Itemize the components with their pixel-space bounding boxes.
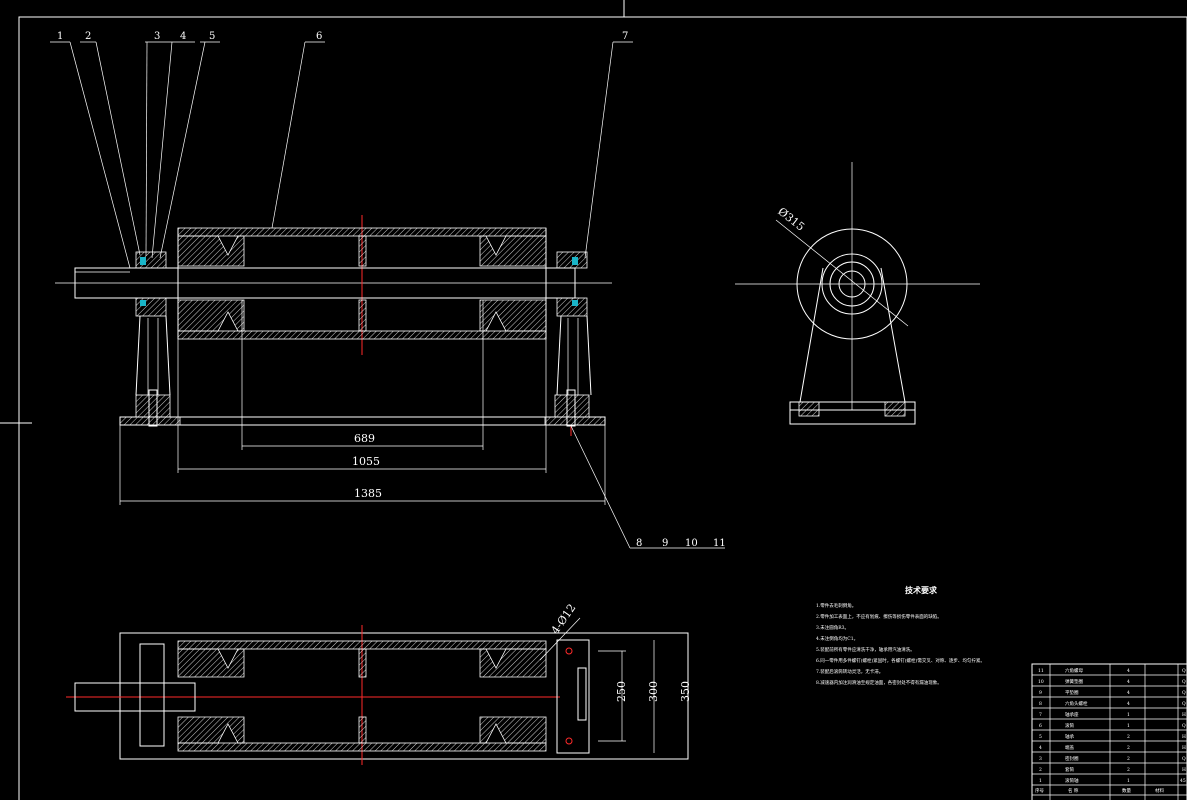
table-cell: 3 [1039, 756, 1042, 762]
balloon-9: 9 [662, 538, 668, 549]
table-cell: 8 [1039, 701, 1042, 707]
table-cell: 11 [1038, 668, 1044, 674]
balloon-leaders-bottom [570, 425, 725, 549]
table-cell: 4 [1127, 701, 1130, 707]
table-header-cell: 序号 [1035, 787, 1044, 794]
table-cell: 2 [1039, 767, 1042, 773]
balloon-8: 8 [636, 538, 642, 549]
table-cell: Q [1182, 701, 1186, 707]
table-cell: 弹簧垫圈 [1065, 678, 1083, 685]
dim-1385: 1385 [354, 487, 382, 500]
table-cell: 1 [1039, 778, 1042, 784]
table-cell: 1 [1127, 723, 1130, 729]
table-cell: 10 [1038, 679, 1044, 685]
base-plate [119, 416, 606, 426]
table-cell: 六角头螺栓 [1065, 700, 1088, 707]
table-cell: Q [1182, 668, 1186, 674]
table-cell: 7 [1039, 712, 1042, 718]
dim-250: 250 [615, 681, 628, 702]
roller-drum [177, 227, 547, 340]
table-cell: H [1182, 712, 1186, 718]
table-header-cell: 数量 [1122, 787, 1131, 794]
dim-diameter-315: Ø315 [775, 205, 807, 234]
table-cell: 9 [1039, 690, 1042, 696]
table-cell: 2 [1127, 756, 1130, 762]
table-cell: 套筒 [1065, 766, 1074, 773]
tech-item: 1.零件去毛刺倒角。 [816, 602, 856, 609]
plan-view: 4-Ø12 250 300 350 [66, 602, 692, 765]
table-cell: 滚筒 [1065, 722, 1074, 729]
tech-item: 8.减速器内加注润滑油至规定油面，各密封处不得有漏油现象。 [816, 679, 942, 686]
tech-item: 2.零件加工表面上，不应有划痕、擦伤等损伤零件表面的缺陷。 [816, 613, 942, 620]
balloon-5: 5 [209, 31, 215, 42]
table-cell: 4 [1127, 668, 1130, 674]
table-cell: 1 [1127, 778, 1130, 784]
balloon-7: 7 [622, 31, 628, 42]
balloon-2: 2 [85, 31, 91, 42]
tech-item: 4.未注倒角均为C1。 [816, 635, 858, 642]
table-cell: 5 [1039, 734, 1042, 740]
balloon-4: 4 [180, 31, 186, 42]
table-cell: H [1182, 734, 1186, 740]
table-cell: 平垫圈 [1065, 689, 1079, 696]
technical-requirements: 技术要求 1.零件去毛刺倒角。 2.零件加工表面上，不应有划痕、擦伤等损伤零件表… [816, 585, 985, 686]
side-view: Ø315 [735, 162, 980, 425]
tech-item: 3.未注圆角R3。 [816, 624, 849, 631]
right-bearing-housing [554, 251, 592, 436]
balloon-3: 3 [154, 31, 160, 42]
table-cell: Q [1182, 679, 1186, 685]
balloon-11: 11 [713, 538, 726, 549]
front-view: 1 2 3 4 5 6 7 8 9 10 11 689 1055 1385 [50, 31, 726, 549]
dim-4-holes: 4-Ø12 [549, 602, 579, 637]
table-cell: Q [1182, 690, 1186, 696]
balloon-6: 6 [316, 31, 322, 42]
table-cell: 4 [1127, 690, 1130, 696]
dim-689: 689 [354, 432, 375, 445]
table-cell: 六角螺母 [1065, 667, 1083, 674]
dim-350: 350 [679, 681, 692, 702]
balloon-10: 10 [685, 538, 698, 549]
table-cell: 密封圈 [1065, 755, 1079, 762]
left-bearing-housing [135, 251, 171, 427]
table-cell: 6 [1039, 723, 1042, 729]
tech-item: 7.装配后滚筒转动灵活，无卡滞。 [816, 668, 883, 675]
table-cell: Q [1182, 723, 1186, 729]
dim-300: 300 [647, 681, 660, 702]
table-cell: 4 [1127, 679, 1130, 685]
tech-item: 6.同一零件用多件螺钉(螺栓)紧固时，各螺钉(螺栓)需交叉、对称、逐步、均匀拧紧… [816, 657, 985, 664]
table-cell: 2 [1127, 745, 1130, 751]
table-cell: 轴承 [1065, 733, 1074, 740]
table-cell: 45 [1180, 778, 1186, 784]
dim-1055: 1055 [352, 455, 380, 468]
balloon-leaders-top [50, 41, 633, 269]
table-cell: 滚筒轴 [1065, 777, 1079, 784]
front-dimension-lines [119, 300, 606, 505]
table-header-cell: 名 称 [1068, 787, 1079, 794]
table-cell: 2 [1127, 767, 1130, 773]
table-cell: 端盖 [1065, 744, 1074, 751]
table-header-cell: 材料 [1155, 787, 1164, 794]
table-cell: H [1182, 767, 1186, 773]
table-cell: Q [1182, 756, 1186, 762]
tech-item: 5.装配前所有零件应清洗干净，轴承用汽油清洗。 [816, 646, 915, 653]
table-cell: 轴承座 [1065, 711, 1079, 718]
table-cell: 2 [1127, 734, 1130, 740]
parts-table: 11 六角螺母 4 Q 10 弹簧垫圈 4 Q 9 平垫圈 4 Q 8 六角头螺… [1031, 663, 1187, 800]
roller-shaft [74, 267, 576, 299]
tech-title: 技术要求 [905, 585, 938, 595]
table-cell: H [1182, 745, 1186, 751]
table-cell: 1 [1127, 712, 1130, 718]
table-cell: 4 [1039, 745, 1042, 751]
balloon-1: 1 [57, 31, 63, 42]
